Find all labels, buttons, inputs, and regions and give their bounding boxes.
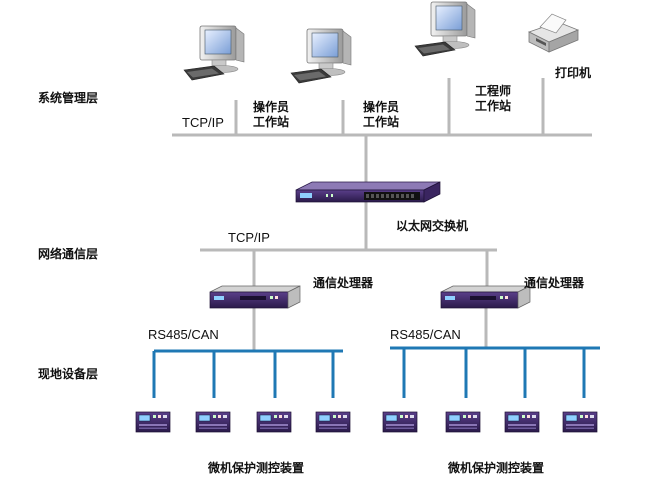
layer-label-management: 系统管理层 — [38, 91, 99, 105]
device-right-3-icon — [504, 411, 540, 433]
device-right-2-icon — [445, 411, 481, 433]
rs485-label-right: RS485/CAN — [390, 327, 461, 342]
operator-workstation-1-icon — [183, 25, 245, 81]
comm-processor-left-label: 通信处理器 — [313, 276, 374, 290]
device-left-4-icon — [315, 411, 351, 433]
printer-label: 打印机 — [555, 66, 592, 80]
field-bus-left — [152, 349, 343, 398]
rs485-label-left: RS485/CAN — [148, 327, 219, 342]
devices-left-label: 微机保护测控装置 — [208, 461, 305, 475]
operator-workstation-2-label: 操作员 工作站 — [363, 100, 400, 129]
comm-processor-right-label: 通信处理器 — [524, 276, 585, 290]
engineer-workstation-icon — [414, 1, 476, 57]
device-left-3-icon — [256, 411, 292, 433]
comm-processor-right-icon — [440, 285, 531, 309]
field-bus-right — [390, 346, 600, 398]
layer-label-network: 网络通信层 — [38, 247, 99, 261]
engineer-workstation-label: 工程师 工作站 — [475, 84, 512, 113]
tcp-ip-label-mid: TCP/IP — [228, 230, 270, 245]
ethernet-switch-icon — [295, 181, 441, 203]
tcp-ip-label-top: TCP/IP — [182, 115, 224, 130]
switch-label: 以太网交换机 — [396, 219, 469, 233]
devices-right-label: 微机保护测控装置 — [448, 461, 545, 475]
device-left-1-icon — [135, 411, 171, 433]
device-right-1-icon — [382, 411, 418, 433]
operator-workstation-1-label: 操作员 工作站 — [253, 100, 290, 129]
device-left-2-icon — [195, 411, 231, 433]
layer-label-field: 现地设备层 — [38, 367, 99, 381]
operator-workstation-2-icon — [290, 28, 352, 84]
printer-icon — [527, 13, 580, 53]
device-right-4-icon — [562, 411, 598, 433]
comm-processor-left-icon — [209, 285, 301, 309]
